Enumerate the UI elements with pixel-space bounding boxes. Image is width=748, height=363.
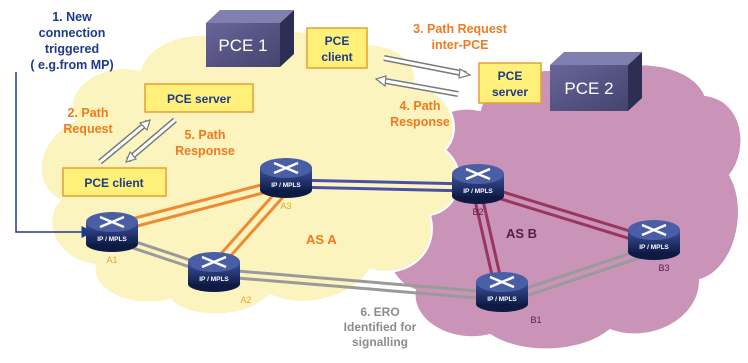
svg-text:A2: A2	[240, 295, 251, 305]
svg-text:B2: B2	[472, 207, 483, 217]
svg-text:inter-PCE: inter-PCE	[432, 38, 489, 52]
svg-text:A3: A3	[280, 201, 291, 211]
step4-text: 4. Path Response	[390, 99, 450, 129]
path-request-arrow	[98, 119, 151, 165]
router-a1: IP / MPLS A1	[86, 212, 138, 265]
pce1-label: PCE 1	[218, 36, 267, 55]
router-a2: IP / MPLS A2	[188, 252, 252, 305]
svg-text:PCE server: PCE server	[167, 92, 231, 106]
svg-text:server: server	[492, 85, 528, 99]
svg-text:A1: A1	[106, 255, 117, 265]
svg-text:IP / MPLS: IP / MPLS	[199, 276, 229, 283]
svg-text:B1: B1	[530, 315, 541, 325]
step6-text: 6. ERO Identified for signalling	[344, 305, 417, 349]
svg-text:IP / MPLS: IP / MPLS	[271, 182, 301, 189]
routers: IP / MPLS A1 IP / MPLS A2 IP / MPLS A3 I…	[86, 158, 680, 325]
svg-text:5. Path: 5. Path	[185, 128, 226, 142]
router-b2: IP / MPLS B2	[452, 164, 504, 217]
svg-text:IP / MPLS: IP / MPLS	[487, 296, 517, 303]
svg-text:6. ERO: 6. ERO	[360, 305, 399, 319]
svg-text:PCE client: PCE client	[84, 176, 143, 190]
svg-text:2. Path: 2. Path	[68, 106, 109, 120]
step3-text: 3. Path Request inter-PCE	[413, 22, 508, 52]
path-response-inter-pce-arrow	[374, 75, 459, 97]
pce-client-box-2: PCE client	[306, 27, 368, 69]
svg-text:PCE: PCE	[325, 34, 350, 48]
step5-text: 5. Path Response	[175, 128, 235, 158]
svg-text:B3: B3	[658, 263, 669, 273]
as-a-label: AS A	[306, 232, 337, 247]
svg-text:client: client	[321, 50, 352, 64]
svg-text:3. Path Request: 3. Path Request	[413, 22, 508, 36]
svg-text:triggered: triggered	[45, 42, 99, 56]
svg-text:IP / MPLS: IP / MPLS	[463, 188, 493, 195]
router-b3: IP / MPLS B3	[628, 220, 680, 273]
step1-text: 1. New connection triggered ( e.g.from M…	[30, 10, 113, 72]
svg-text:Response: Response	[390, 115, 450, 129]
router-a3: IP / MPLS A3	[260, 158, 312, 211]
svg-text:connection: connection	[39, 26, 106, 40]
path-request-inter-pce-arrow	[383, 55, 472, 79]
svg-text:4. Path: 4. Path	[400, 99, 441, 113]
pce2-cube: PCE 2	[550, 52, 642, 111]
router-b1: IP / MPLS B1	[476, 272, 542, 325]
message-arrows	[98, 55, 472, 165]
as-b-label: AS B	[506, 226, 537, 241]
trigger-arrow	[15, 72, 94, 238]
svg-text:Identified for: Identified for	[344, 320, 417, 334]
pce-client-box-1: PCE client	[62, 167, 167, 197]
pce2-label: PCE 2	[564, 79, 613, 98]
svg-text:( e.g.from MP): ( e.g.from MP)	[30, 58, 113, 72]
svg-text:signalling: signalling	[352, 335, 408, 349]
step2-text: 2. Path Request	[63, 106, 113, 136]
pce-server-box-1: PCE server	[144, 83, 254, 113]
svg-text:IP / MPLS: IP / MPLS	[97, 236, 127, 243]
svg-text:Request: Request	[63, 122, 113, 136]
svg-text:1. New: 1. New	[52, 10, 92, 24]
pce1-cube: PCE 1	[206, 10, 294, 67]
svg-text:IP / MPLS: IP / MPLS	[639, 244, 669, 251]
svg-text:PCE: PCE	[498, 69, 523, 83]
path-response-arrow-1	[124, 117, 177, 163]
svg-text:Response: Response	[175, 144, 235, 158]
pce-server-box-2: PCE server	[478, 62, 542, 104]
